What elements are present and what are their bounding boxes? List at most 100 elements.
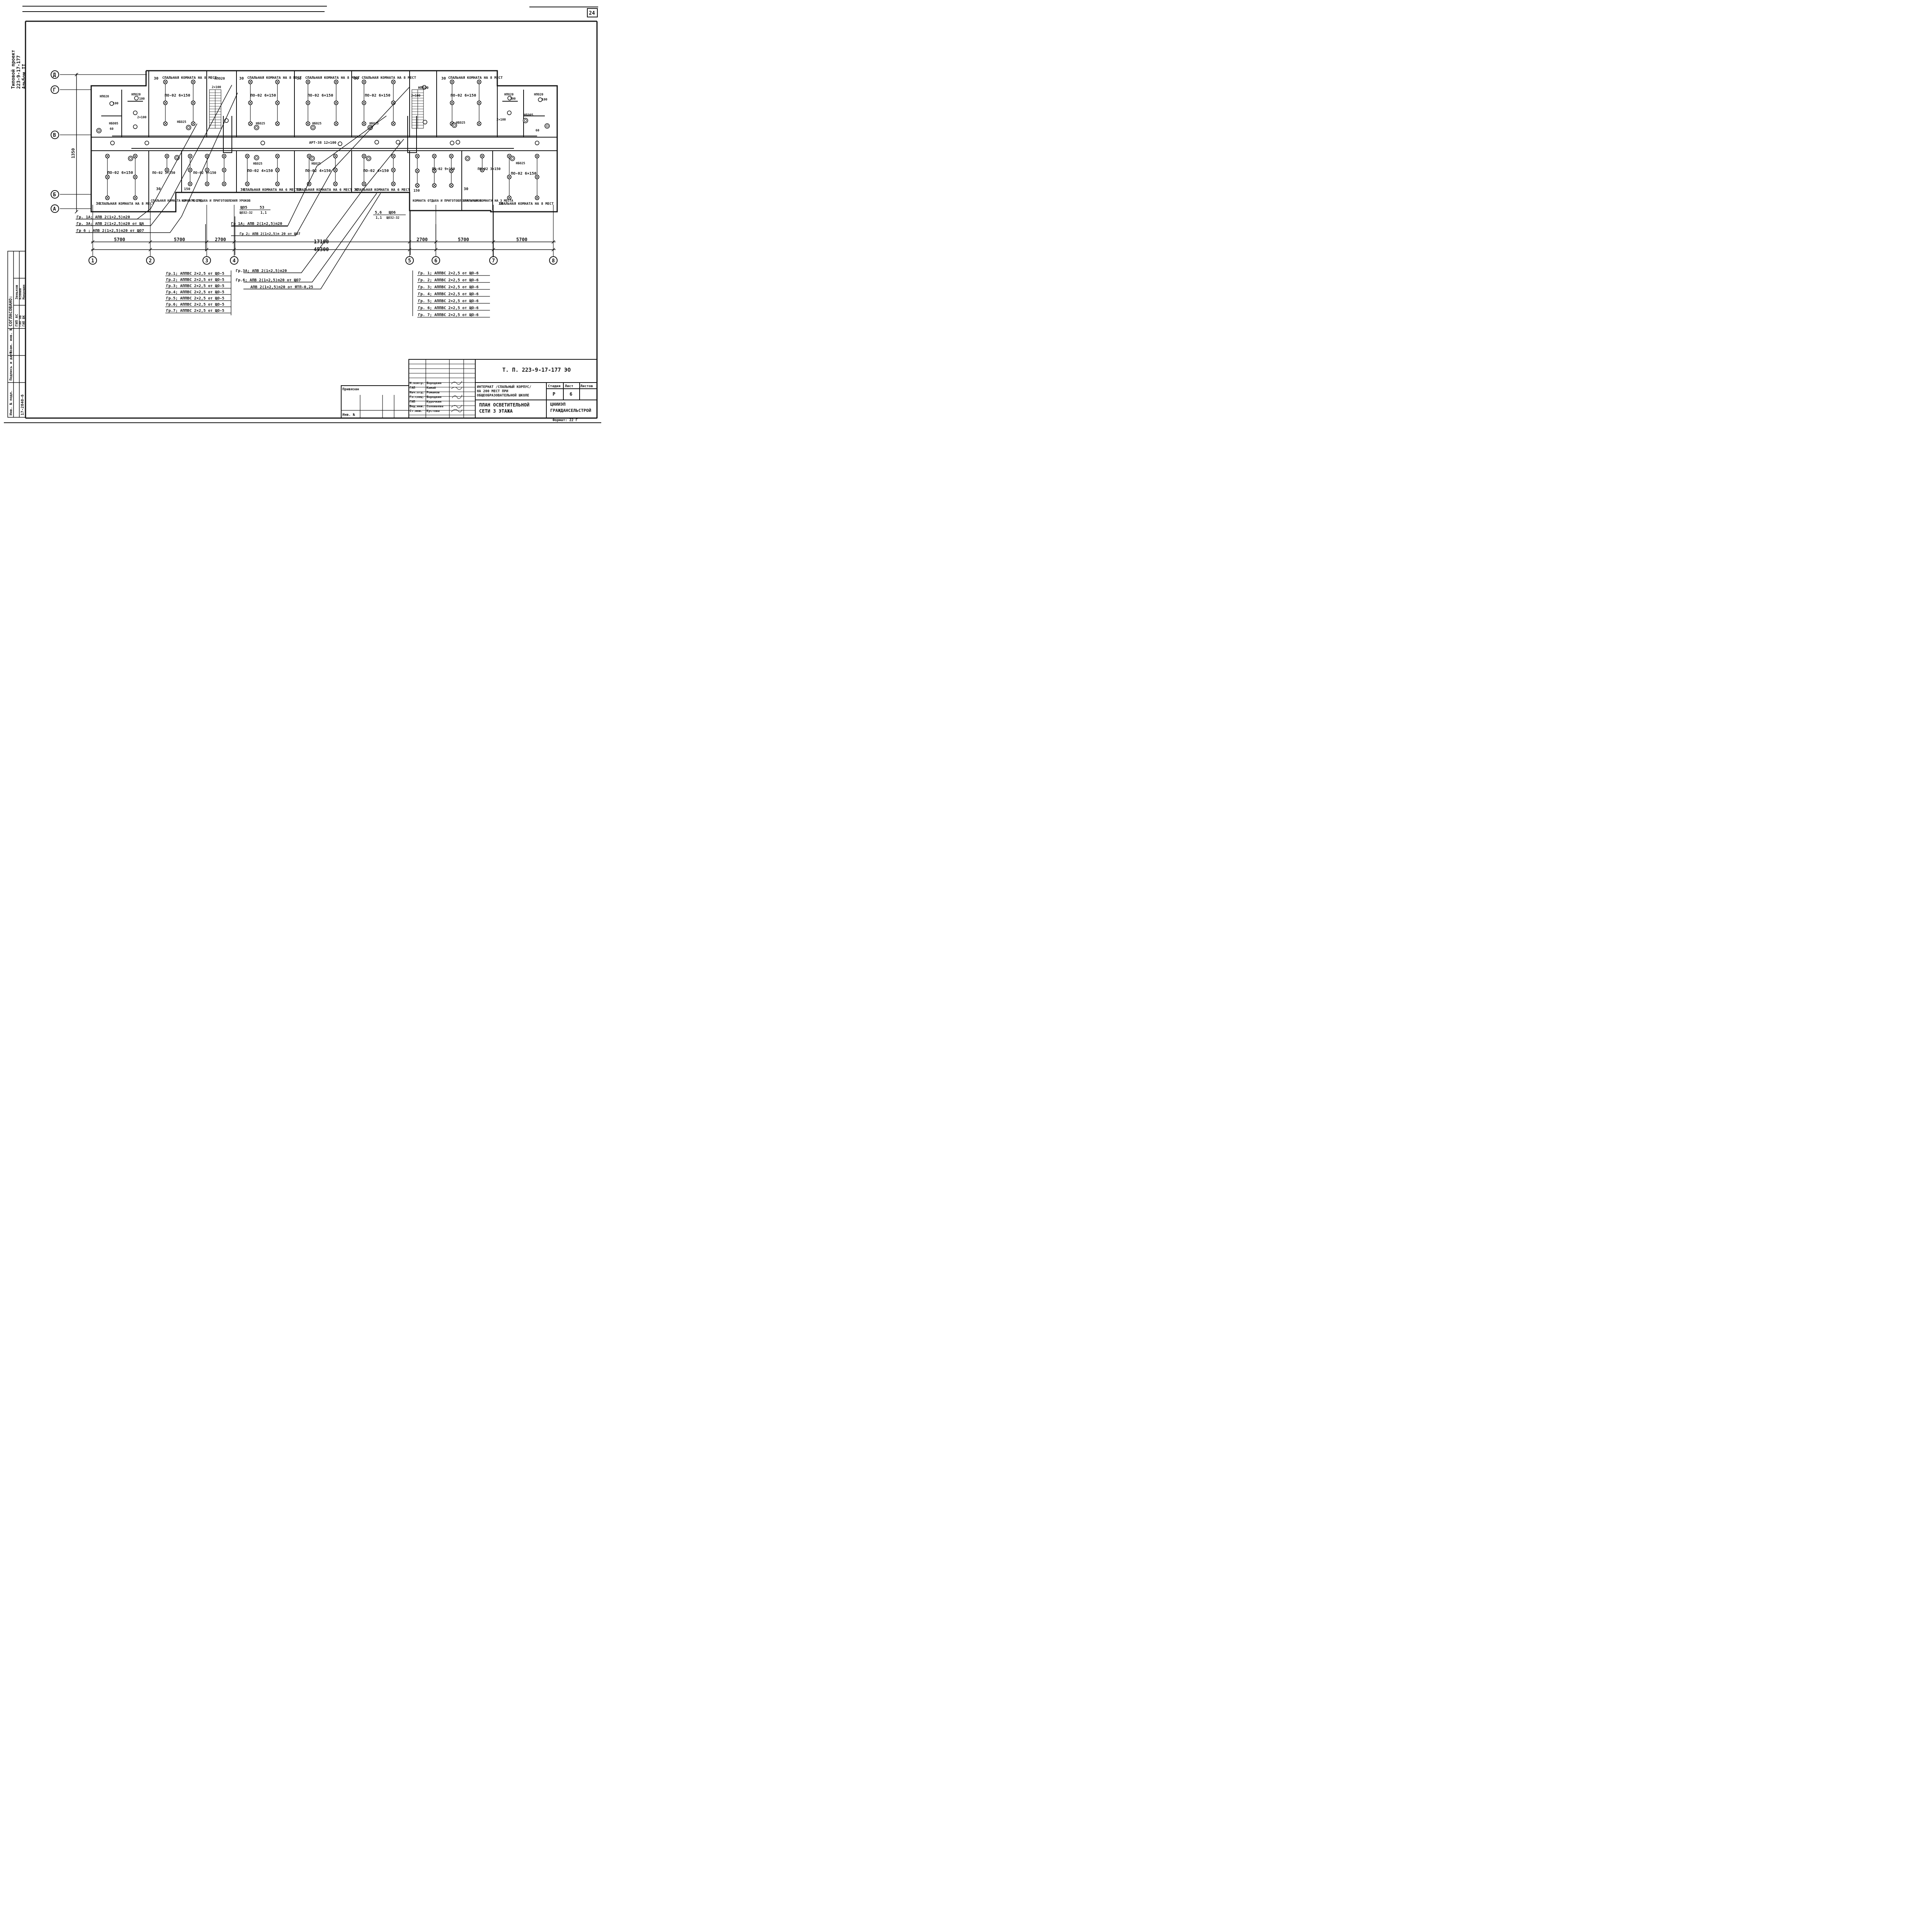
lamp-100-label: 100 (113, 102, 119, 105)
lamp-icon (362, 154, 366, 158)
group-line: Гр. 4; АППВС 2×2,5 от ЩО-6 (418, 292, 479, 296)
lamp-icon (391, 80, 396, 84)
dim-tick (148, 240, 152, 244)
lamp-2x100-label: 2×100 (497, 118, 506, 121)
room-south-right-1: КОМНАТА ОТДЫХА И ПРИГОТОВЛЕНИЯ УРОКОВ (413, 199, 481, 202)
axis-number: 4 (233, 258, 236, 264)
group-line: Гр.7; АППВС 2×2,5 от ЩО-5 (166, 309, 224, 313)
corridor-fixture-label: АРТ-38 12×100 (309, 141, 336, 145)
approval-name-2: Ксения (19, 288, 22, 299)
axis-letter: Д (53, 72, 56, 78)
lamp-icon (362, 121, 366, 126)
staff-role: Гл.спец. (410, 395, 425, 399)
attached-label: Привязан (342, 388, 359, 391)
inventory-label: Инв. № (342, 413, 355, 417)
bay-dim-7: 5700 (516, 237, 527, 242)
room-south-left-2: СПАЛЬНАЯ КОМНАТА НА 3 МЕСТА (151, 199, 201, 202)
stair-steps (209, 92, 423, 126)
lamp-icon (133, 154, 138, 158)
staff-role: Н.контр. (410, 381, 425, 385)
lamp-icon (188, 182, 192, 186)
callout-line: Гр 2; АПВ 2(1×2,5)п 20 от ЩО7 (240, 232, 300, 236)
lamp-icon (415, 168, 420, 173)
npo20-label: НПО20 (534, 93, 543, 96)
bay-dim-4: 17100 (314, 239, 329, 245)
room-north-2: СПАЛЬНАЯ КОМНАТА НА 8 МЕСТ (247, 76, 302, 80)
lamp-60-label: 60 (110, 127, 114, 131)
bulb-icon (422, 85, 427, 90)
axis-number: 2 (149, 258, 152, 264)
level-30: 30 (464, 187, 468, 191)
bulb-icon (374, 140, 379, 145)
panel-sh06: ЩО6 (389, 211, 396, 215)
sconce-icon (255, 126, 258, 129)
nbo25-label: НБО25 (369, 122, 379, 125)
callouts-right-bottom: Гр. 1; АППВС 2×2,5 от ЩО-6 Гр. 2; АППВС … (418, 271, 479, 317)
side-title-line1: Типовой проект (10, 50, 16, 89)
room-north-3: СПАЛЬНАЯ КОМНАТА НА 8 МЕСТ (305, 76, 360, 80)
panel-sh06-current: 1,1 (376, 216, 382, 220)
lamp-icon (165, 168, 169, 172)
nbo25-label: НБО25 (311, 162, 321, 165)
axis-number: 1 (91, 258, 94, 264)
approval-heading: СОГЛАСОВАНО: (8, 296, 13, 327)
level-30: 30 (354, 77, 359, 81)
bulb-icon (450, 141, 454, 145)
axis-marker (230, 256, 238, 265)
lamp-icon (188, 154, 192, 158)
staff-name: Романов (427, 391, 440, 394)
left-strip-number: 17-2840-6 (20, 395, 25, 415)
dim-tick (75, 73, 78, 77)
bay-dimensions: 5700 5700 2700 17100 2700 5700 5700 4530… (114, 237, 527, 253)
lamp-icon (275, 154, 280, 158)
group-line: Гр. 3; АППВС 2×2,5 от ЩО-6 (418, 285, 479, 289)
approval-heading-text: СОГЛАСОВАНО: (8, 296, 13, 327)
axis-marker (51, 190, 59, 199)
dim-tick (492, 240, 495, 244)
lamp-100-label: 100 (542, 98, 548, 101)
room-north-5: СПАЛЬНАЯ КОМНАТА НА 8 МЕСТ (448, 76, 503, 80)
lamp-60-label: 60 (536, 129, 539, 132)
lamp-icon (306, 121, 310, 126)
title-line: ЦНИИЭП (550, 402, 566, 407)
sheet-value: 6 (570, 391, 572, 397)
bulb-icon (535, 141, 539, 145)
drawing-sheet: 24 Типовой проект 223-9-17-177 Альбом II… (0, 0, 603, 427)
bulb-icon (538, 97, 543, 102)
staff-list: Н.контр. Бородкин ГАП Камай Нач.отд. Ром… (410, 381, 444, 413)
sconce-icon (367, 157, 370, 160)
lamp-icon (222, 154, 226, 158)
bulb-icon (260, 141, 265, 145)
lamp-icon (450, 80, 454, 84)
bulb-icon (110, 141, 115, 145)
lamp-icon (248, 80, 253, 84)
staff-name: Камай (427, 386, 436, 389)
dim-tick (148, 248, 152, 252)
group-line: Гр.5; АППВС 2×2,5 от ЩО-5 (166, 296, 224, 301)
lamp-icon (105, 196, 110, 200)
lamp-icon (432, 168, 437, 173)
lamp-icon (480, 154, 485, 158)
staff-name: Бородкин (427, 395, 442, 399)
axis-number: 6 (434, 258, 437, 264)
fixture-label: ПО-02 6×150 (107, 171, 133, 175)
lamp-icon (535, 196, 539, 200)
lamp-icon (391, 182, 396, 186)
staff-role: Нач.отд. (410, 391, 425, 394)
dim-tick (75, 210, 78, 214)
lamp-icon (362, 182, 366, 186)
fixture-label: ПО-02 3×150 (478, 167, 501, 171)
title-line: ГРАЖДАНСЕЛЬСТРОЙ (550, 408, 591, 413)
axis-marker (88, 256, 97, 265)
level-150: 150 (413, 189, 420, 193)
axis-letter: Б (53, 192, 56, 198)
title-block-frame (341, 359, 597, 418)
bay-dim-6: 5700 (458, 237, 469, 242)
lamp-icon (245, 154, 250, 158)
lamp-2x100-label: 2×100 (411, 94, 420, 97)
axis-marker (51, 131, 59, 139)
lamp-icon (133, 196, 138, 200)
callout-underlines (76, 219, 490, 318)
axis-marker (432, 256, 440, 265)
nbo05-label: НБО05 (524, 113, 533, 117)
